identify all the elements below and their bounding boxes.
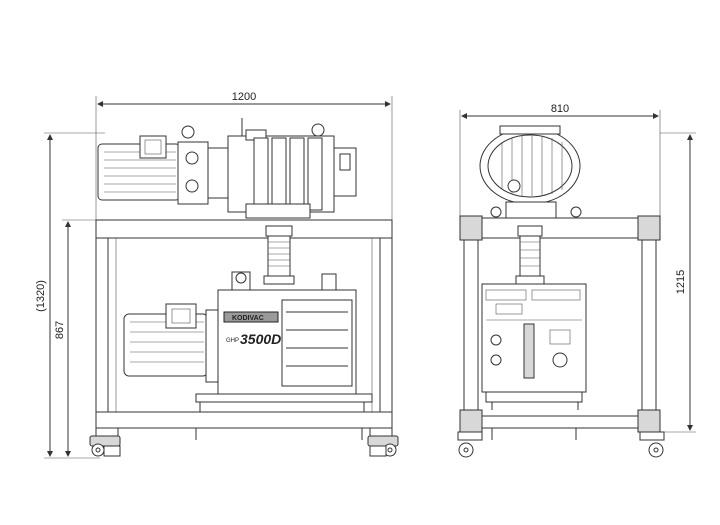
- side-caster-left: [457, 431, 483, 458]
- connection-bellows-side: [515, 225, 545, 285]
- front-view: 1200 (1320) 867: [35, 91, 399, 459]
- dimension-label-side-width: 810: [551, 103, 569, 115]
- pump-type-label: GHP: [226, 338, 239, 344]
- dimension-label-front-total-height: (1320): [35, 280, 47, 312]
- rotary-pump-base: [195, 393, 373, 440]
- caster-left: [89, 427, 121, 457]
- side-caster-right: [639, 431, 665, 458]
- connection-bellows-front: [263, 225, 295, 285]
- dimension-front-total-height: (1320): [35, 132, 105, 459]
- brand-label: KODIVAC: [232, 315, 264, 322]
- booster-motor: [97, 125, 209, 205]
- side-rotary-pump: [481, 283, 587, 440]
- rotary-pump-body: KODIVAC GHP 3500D: [217, 271, 357, 395]
- rotary-pump-motor: [123, 303, 219, 383]
- dimension-front-frame-height: 867: [54, 219, 96, 457]
- dimension-label-side-height: 1215: [675, 270, 687, 294]
- dimension-side-height: 1215: [660, 132, 696, 433]
- model-label: 3500D: [240, 331, 281, 347]
- side-view: 810 1215: [457, 103, 696, 458]
- support-frame: [95, 219, 393, 429]
- booster-pump-body: [207, 118, 357, 219]
- side-support-frame: [459, 215, 661, 433]
- dimension-label-front-width: 1200: [232, 91, 256, 103]
- dimension-front-width: 1200: [95, 91, 393, 220]
- caster-right: [367, 427, 399, 457]
- dimension-label-front-frame-height: 867: [54, 321, 66, 339]
- side-booster-pump: [479, 125, 582, 219]
- dimension-side-width: 810: [459, 103, 661, 220]
